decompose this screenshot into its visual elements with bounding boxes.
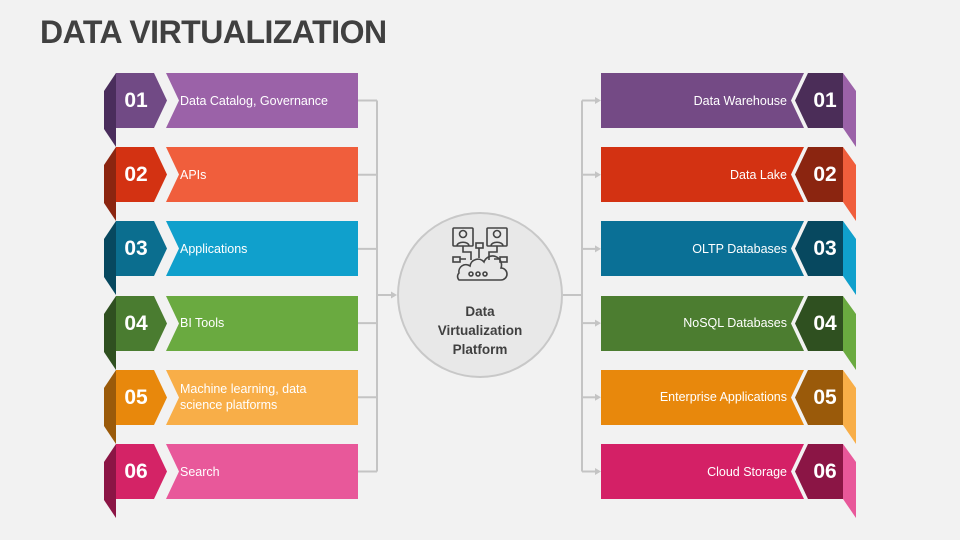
label-bar: [166, 369, 358, 425]
item-number: 01: [813, 89, 837, 112]
number-chevron: [795, 147, 843, 203]
fold-flap: [104, 295, 116, 370]
item-number: 04: [124, 311, 148, 335]
item-shape: [104, 73, 358, 147]
label-bar: [166, 221, 358, 277]
number-chevron: [795, 295, 843, 351]
fold-flap: [104, 147, 116, 222]
item-number: 02: [813, 163, 837, 187]
item-shape: [104, 295, 358, 370]
fold-flap: [104, 221, 116, 296]
fold-flap: [843, 369, 856, 444]
arrow-head: [595, 245, 601, 253]
item-number: 03: [813, 237, 837, 261]
arrow-head: [595, 393, 601, 401]
number-chevron: [116, 147, 167, 203]
left-item-02: 02 APIs: [104, 147, 374, 227]
label-bar: [601, 221, 804, 277]
left-item-04: 04 BI Tools: [104, 295, 374, 376]
item-number: 01: [124, 89, 148, 112]
right-item-05: 05 Enterprise Applications: [601, 369, 871, 450]
label-bar: [601, 369, 804, 425]
right-item-04: 04 NoSQL Databases: [601, 295, 871, 376]
label-bar: [166, 147, 358, 203]
label-bar: [601, 147, 804, 203]
item-number: 02: [124, 163, 148, 187]
item-number: 05: [813, 385, 837, 409]
left-item-05: 05 Machine learning, data science platfo…: [104, 369, 374, 450]
item-label: OLTP Databases: [692, 241, 787, 256]
cloud-network-users-icon: [452, 227, 508, 281]
number-chevron: [116, 295, 167, 351]
fold-flap: [843, 221, 856, 296]
right-item-03: 03 OLTP Databases: [601, 221, 871, 301]
item-shape: [104, 221, 358, 296]
item-label: Data Warehouse: [693, 93, 787, 108]
fold-flap: [843, 444, 856, 518]
item-label: Cloud Storage: [707, 464, 787, 479]
item-number: 03: [124, 237, 148, 261]
right-item-02: 02 Data Lake: [601, 147, 871, 227]
number-chevron: [795, 369, 843, 425]
center-label-line3: Platform: [452, 342, 508, 357]
item-shape: [601, 369, 856, 444]
label-bar: [601, 444, 804, 499]
label-bar: [166, 444, 358, 499]
item-label: Applications: [180, 241, 248, 256]
item-shape: [104, 369, 358, 444]
item-label: Data Lake: [730, 167, 787, 182]
item-shape: [104, 444, 358, 518]
left-item-01: 01 Data Catalog, Governance: [104, 73, 374, 153]
page-title: DATA VIRTUALIZATION: [40, 14, 387, 50]
left-item-06: 06 Search: [104, 444, 374, 524]
fold-flap: [104, 369, 116, 444]
item-number: 06: [813, 460, 837, 483]
right-item-01: 01 Data Warehouse: [601, 73, 871, 153]
item-number: 04: [813, 311, 837, 335]
label-bar: [601, 73, 804, 128]
item-label: Enterprise Applications: [659, 390, 787, 405]
center-platform-circle: Data Virtualization Platform: [397, 212, 563, 378]
label-bar: [601, 295, 804, 351]
arrow-head: [595, 319, 601, 327]
number-chevron: [116, 444, 167, 499]
item-shape: [601, 221, 856, 296]
center-label-line2: Virtualization: [437, 323, 523, 338]
arrow-head: [595, 171, 601, 179]
item-label: Data Catalog, Governance: [180, 93, 329, 108]
item-shape: [601, 73, 856, 147]
number-chevron: [795, 444, 843, 499]
arrow-head: [595, 97, 601, 104]
number-chevron: [116, 369, 167, 425]
item-shape: [601, 295, 856, 370]
number-chevron: [116, 73, 167, 128]
item-label: BI Tools: [180, 316, 225, 331]
fold-flap: [104, 73, 116, 147]
arrow-head: [391, 291, 397, 299]
number-chevron: [795, 221, 843, 277]
left-item-03: 03 Applications: [104, 221, 374, 301]
fold-flap: [843, 73, 856, 147]
item-label: Machine learning, data science platforms: [180, 382, 307, 413]
fold-flap: [843, 295, 856, 370]
item-label: NoSQL Databases: [683, 316, 787, 331]
center-label-line1: Data: [465, 304, 495, 319]
item-shape: [104, 147, 358, 222]
number-chevron: [795, 73, 843, 128]
label-bar: [166, 73, 358, 128]
item-label: Search: [180, 464, 220, 479]
label-bar: [166, 295, 358, 351]
item-label: APIs: [180, 167, 207, 182]
number-chevron: [116, 221, 167, 277]
fold-flap: [843, 147, 856, 222]
fold-flap: [104, 444, 116, 518]
item-number: 06: [124, 460, 148, 483]
arrow-head: [595, 468, 601, 475]
item-shape: [601, 147, 856, 222]
item-number: 05: [124, 385, 148, 409]
item-shape: [601, 444, 856, 518]
right-item-06: 06 Cloud Storage: [601, 444, 871, 524]
